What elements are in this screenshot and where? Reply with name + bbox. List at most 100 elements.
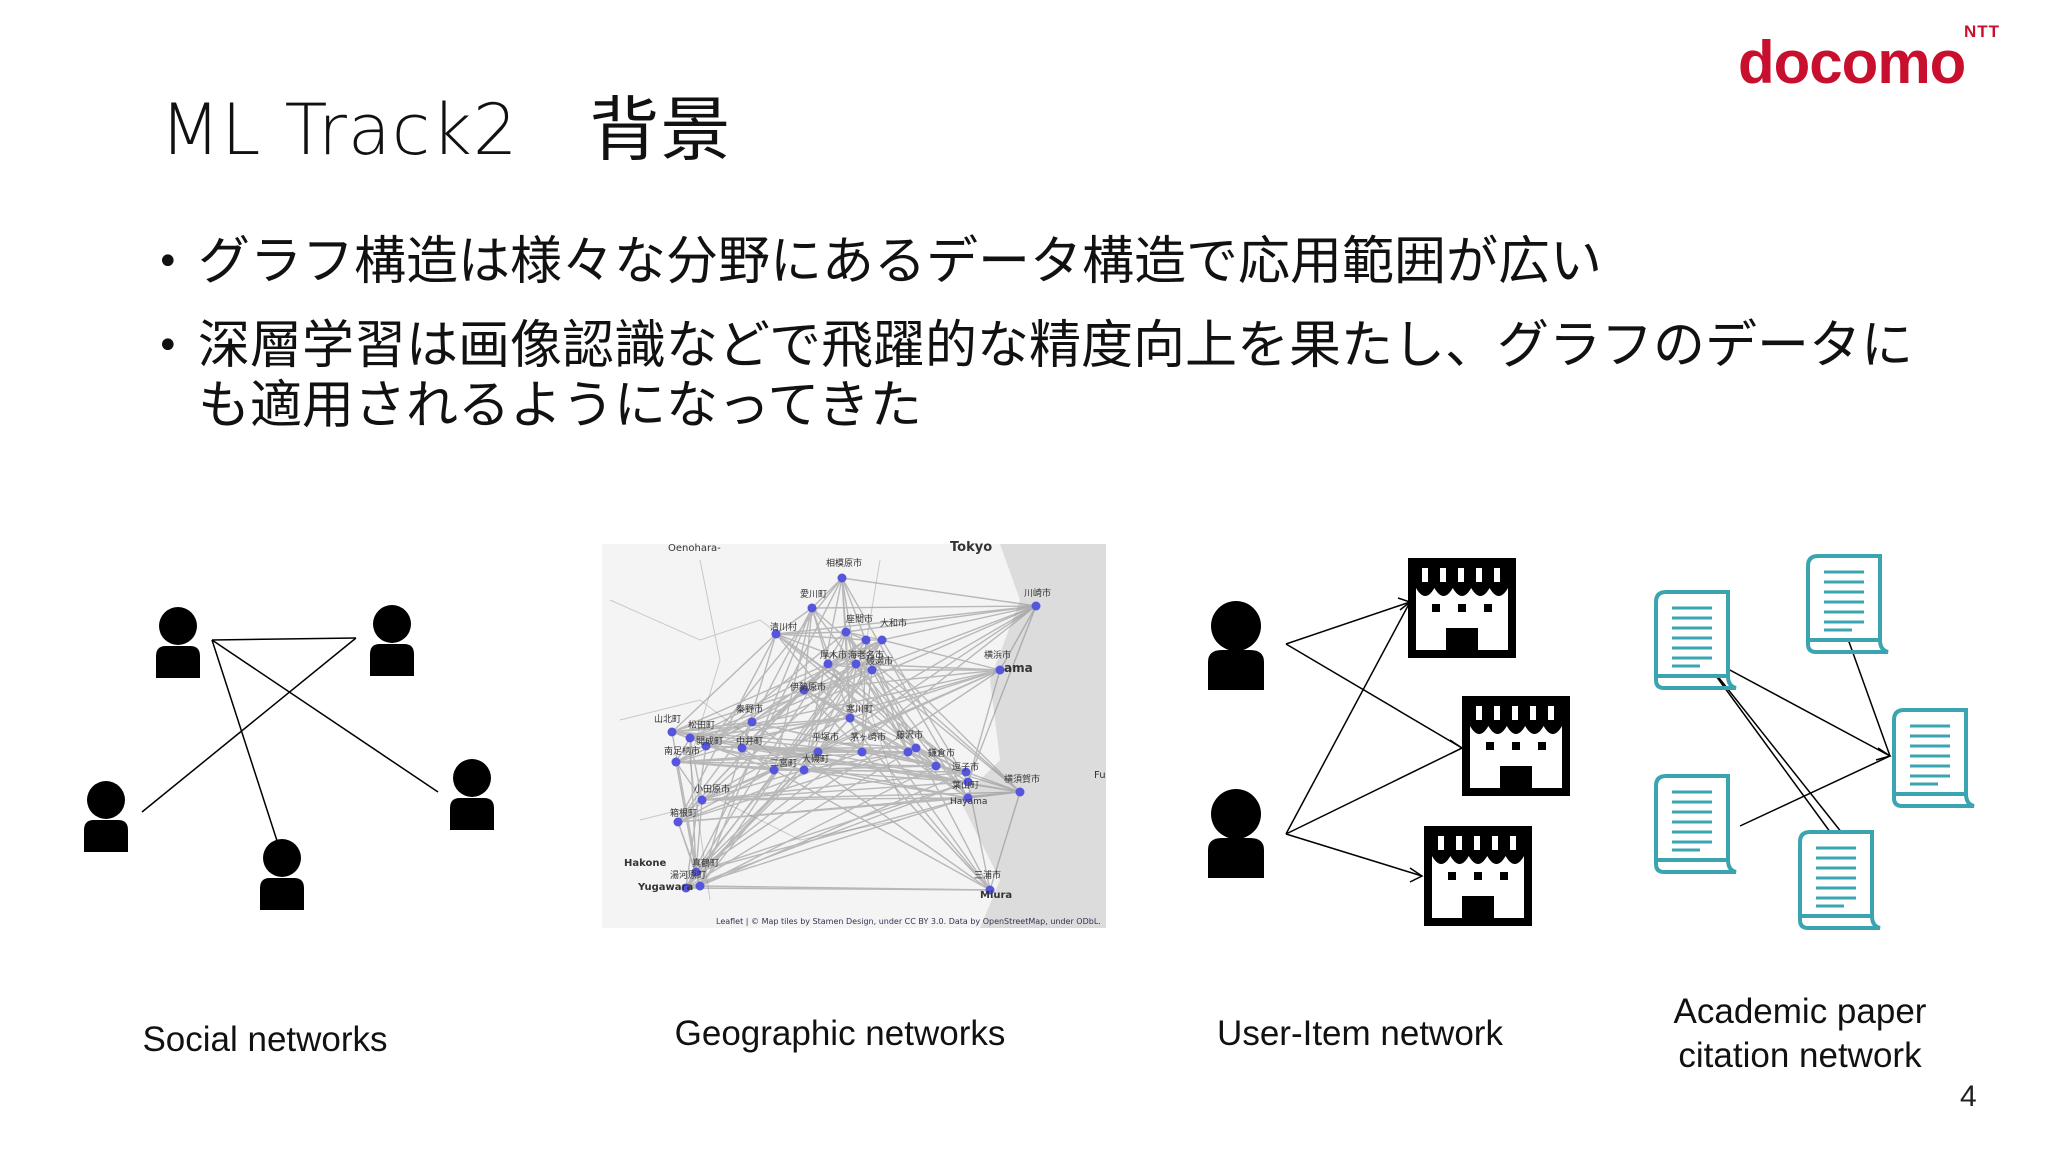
person-icon [1208,789,1264,878]
map-edge [811,577,843,609]
map-nodes [667,573,1041,895]
map-edge [671,689,805,733]
map-edge [677,769,775,823]
map-node [695,881,705,891]
map-edge [671,633,777,733]
map-node [931,761,941,771]
map-edge [775,633,967,773]
map-label: 川崎市 [1024,587,1051,599]
map-label: 海老名市 [848,649,884,661]
map-node [807,603,817,613]
map-label: 葉山町 [952,779,979,791]
bullet-list: • グラフ構造は様々な分野にあるデータ構造で応用範囲が広い • 深層学習は画像認… [156,232,1916,460]
map-edge [845,631,857,665]
caption-academic-line1: Academic paper [1673,992,1927,1031]
map-node [685,733,695,743]
map-node [903,747,913,757]
map-node [995,665,1005,675]
map-edge [699,771,967,887]
map-edge [775,631,847,635]
map-edge [803,689,937,767]
citation-edge [1699,653,1891,757]
document-icon [1654,590,1738,690]
map-node [667,727,677,737]
store-icon [1462,696,1570,796]
map-edge [881,639,969,783]
map-edge [671,663,829,733]
map-edge [803,769,967,773]
map-node [681,883,691,893]
user-item-edge [1285,601,1411,645]
map-node [671,757,681,767]
map-node [877,635,887,645]
map-label: 真鶴町 [692,857,719,869]
map-label: 横須賀市 [1004,773,1040,785]
social-edge [141,637,357,813]
map-edge [841,577,969,799]
bullet-text: グラフ構造は様々な分野にあるデータ構造で応用範囲が広い [198,232,1603,292]
citation-edge [1699,653,1837,841]
map-label: 二宮町 [770,757,797,769]
map-edge [751,639,867,723]
map-node [911,743,921,753]
document-icon [1654,774,1738,874]
map-label: 大和市 [880,617,907,629]
map-label: Yugawara [637,882,693,893]
citation-edge [1739,755,1891,827]
user-item-edge [1285,643,1463,749]
map-edge [689,721,753,739]
map-label: 秦野市 [736,703,763,715]
map-edge [741,721,753,749]
store-icon [1408,558,1516,658]
docomo-logo: NTT docomo [1738,22,2028,96]
map-edge [701,669,1001,801]
map-label: Hayama [950,797,987,807]
map-edge [861,639,867,753]
map-edge [695,799,703,873]
map-edge [871,669,1021,793]
social-network-graph [84,605,494,910]
map-label: Hakone [624,858,666,869]
map-label: 中井町 [736,735,763,747]
map-edge [803,751,909,771]
map-label: 鎌倉市 [928,747,955,759]
map-node [799,685,809,695]
person-icon [1208,601,1264,690]
bullet-item: • グラフ構造は様々な分野にあるデータ構造で応用範囲が広い [156,232,1916,292]
map-edge [699,747,743,887]
social-edge [211,637,357,641]
map-label-tokyo: Tokyo [950,540,992,555]
map-edge [675,737,691,763]
map-edge [803,607,813,691]
citation-graph [1654,554,1976,930]
map-edge [701,781,969,801]
map-edge [881,605,1037,641]
map-label: 松田町 [688,719,715,731]
map-node [697,795,707,805]
map-label: 寒川町 [846,703,873,715]
map-edge [915,747,967,773]
caption-academic-network: Academic paper citation network [1630,990,1970,1078]
caption-social-networks: Social networks [142,1020,388,1059]
bullet-dot: • [156,239,180,285]
map-edge [677,747,917,823]
map-edge [827,663,967,773]
map-edge [701,769,805,801]
caption-user-item-network: User-Item network [1217,1014,1503,1053]
map-node [857,747,867,757]
map-edge [675,761,703,801]
map-node [867,665,877,675]
person-icon [156,607,200,678]
map-edge [881,639,1001,671]
map-node [963,777,973,787]
page-number: 4 [1960,1080,1977,1113]
map-label: 厚木市 [820,649,847,661]
map-edge [671,721,753,733]
map-node [673,817,683,827]
map-edge [701,771,967,801]
map-edge [677,797,969,823]
map-edge [695,781,969,873]
map-edge [775,605,1037,635]
map-node [747,717,757,727]
map-label: 箱根町 [670,807,697,819]
